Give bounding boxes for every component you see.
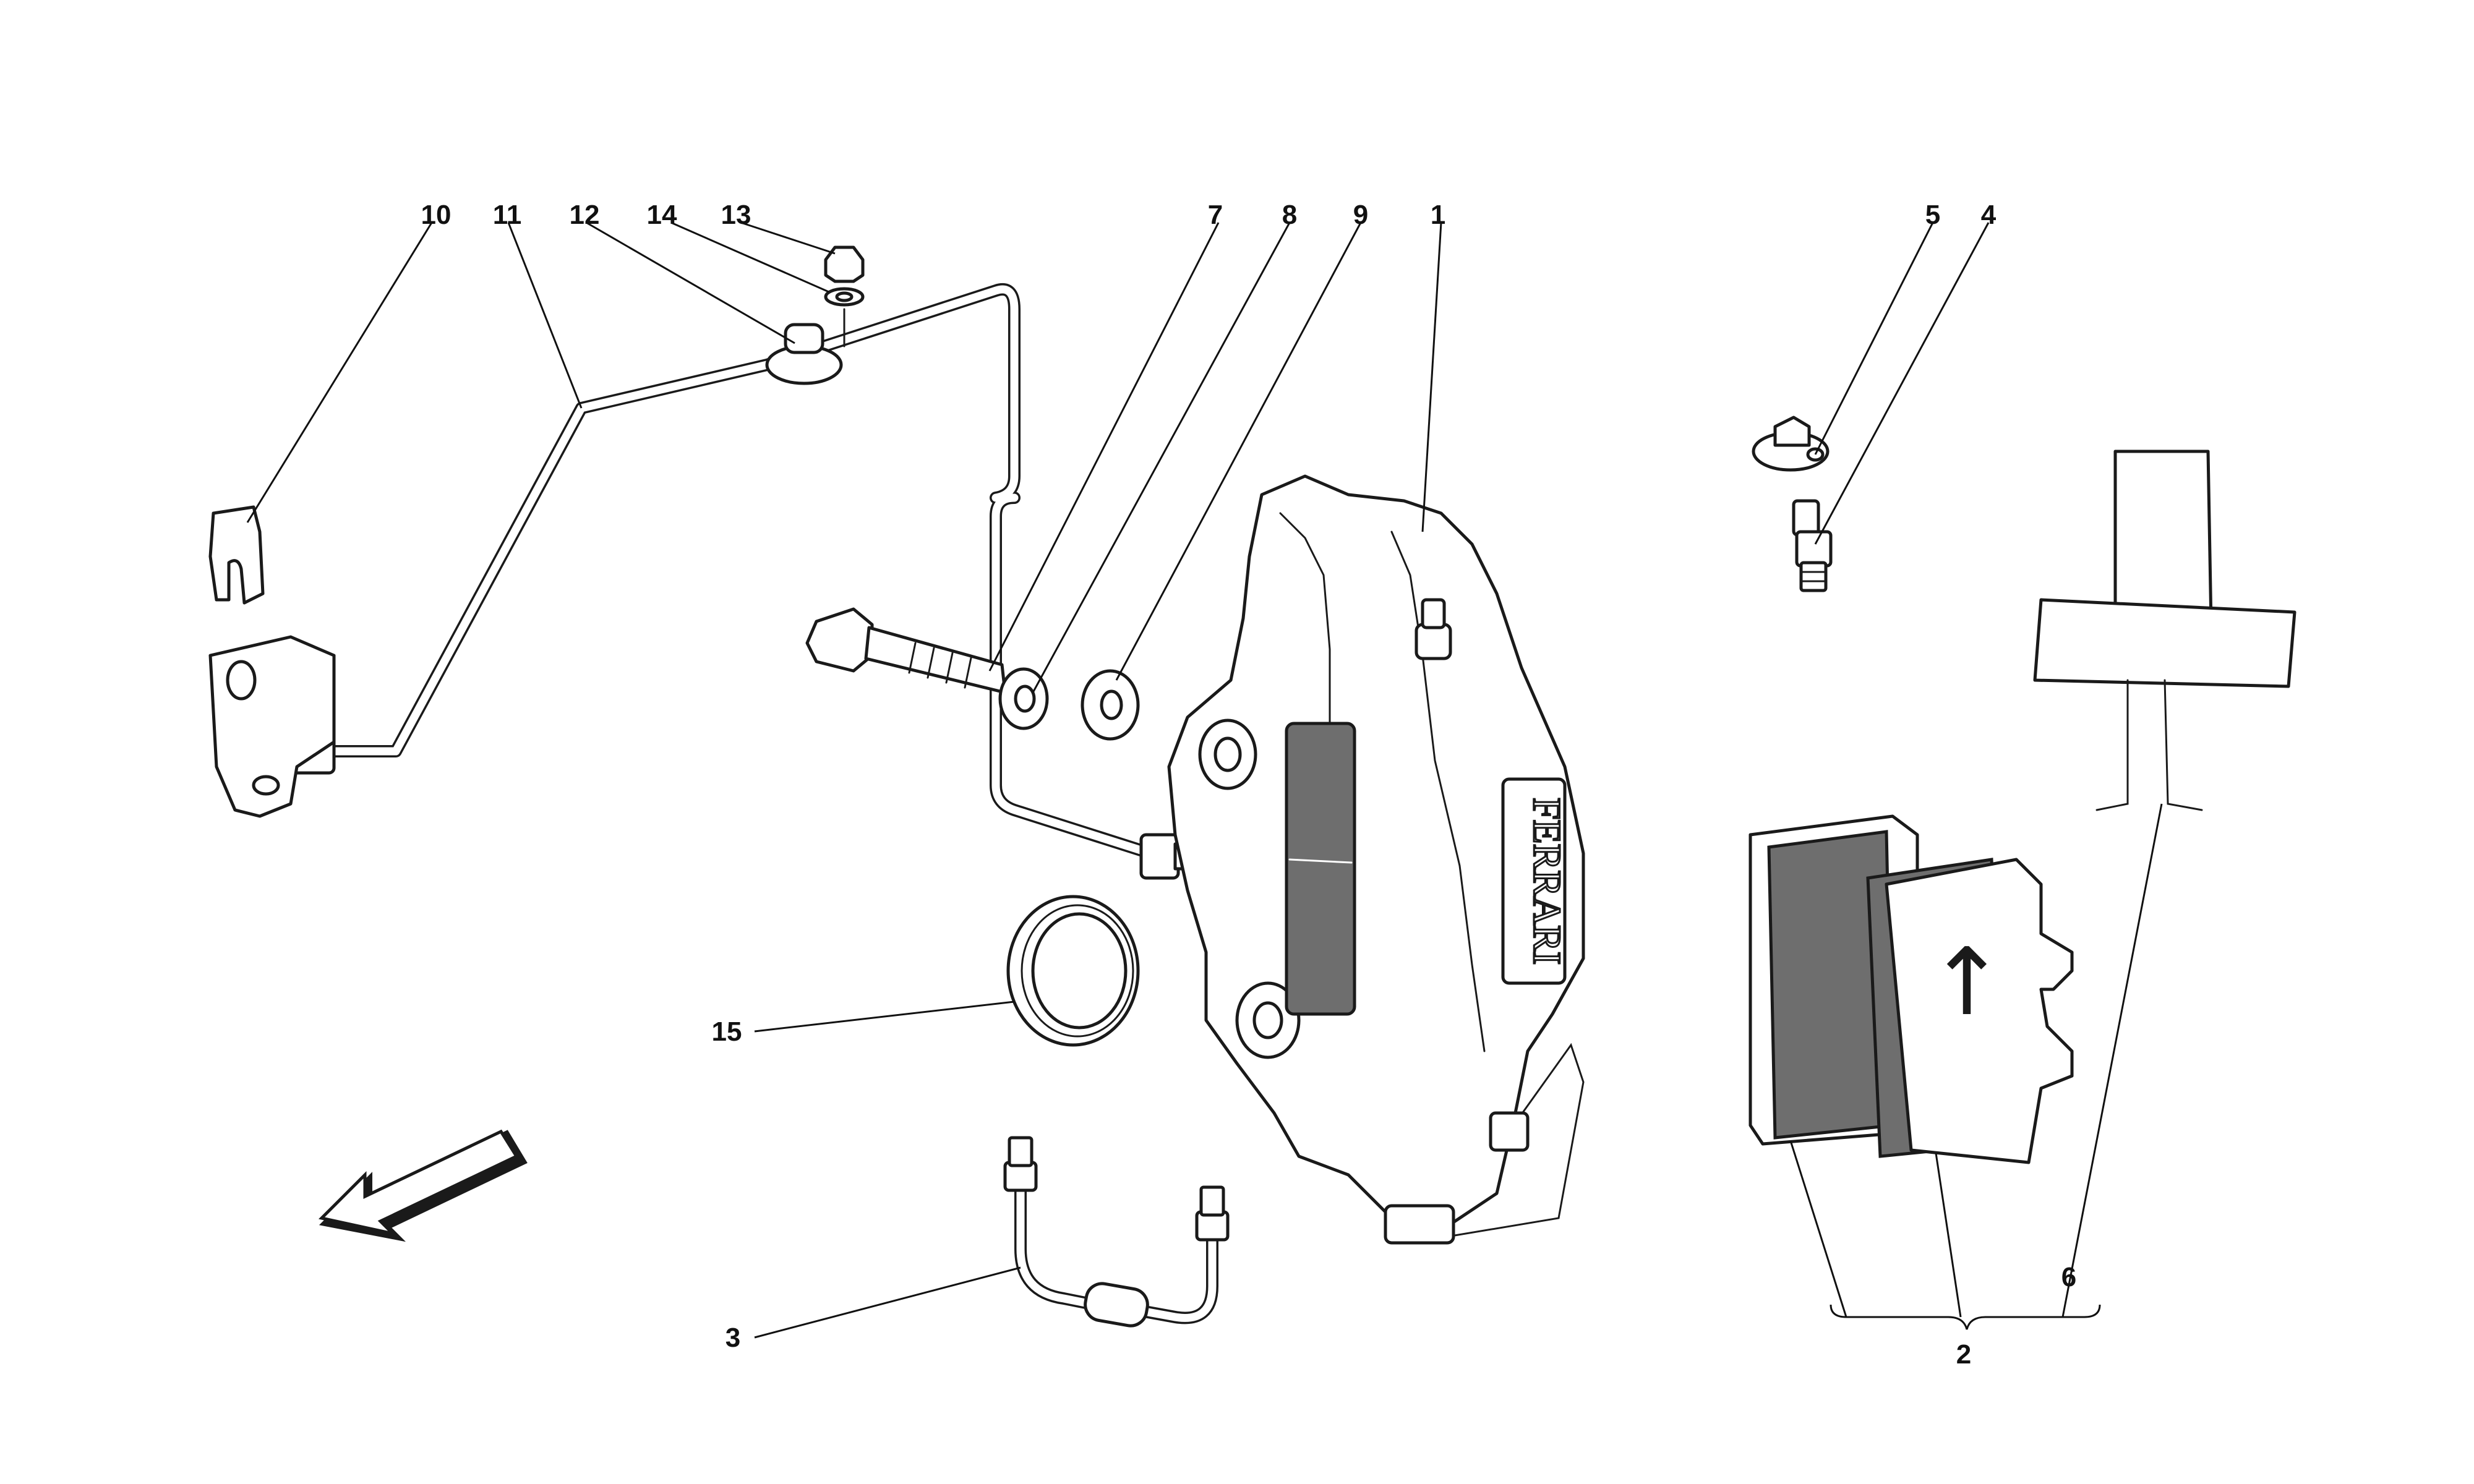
direction-arrow-icon bbox=[318, 1129, 528, 1242]
lock-washer[interactable] bbox=[998, 667, 1049, 730]
callout-7: 7 bbox=[1208, 200, 1223, 230]
pipe-clip[interactable] bbox=[208, 505, 265, 605]
callout-14: 14 bbox=[647, 200, 677, 230]
callout-6: 6 bbox=[2061, 1262, 2076, 1292]
washer[interactable] bbox=[824, 287, 865, 307]
pad-arrow-icon: ↑ bbox=[1928, 929, 2006, 1036]
callout-9: 9 bbox=[1353, 200, 1368, 230]
callout-10: 10 bbox=[421, 200, 452, 230]
callout-11: 11 bbox=[493, 200, 522, 230]
callout-8: 8 bbox=[1282, 200, 1297, 230]
callout-1: 1 bbox=[1431, 200, 1445, 230]
callout-3: 3 bbox=[726, 1323, 740, 1353]
callout-15: 15 bbox=[712, 1017, 742, 1047]
callout-labels: 10 11 12 14 13 7 8 9 1 5 4 15 3 6 2 bbox=[421, 200, 2077, 1370]
nut[interactable] bbox=[824, 245, 865, 283]
bleed-screw[interactable] bbox=[1792, 499, 1833, 592]
callout-5: 5 bbox=[1925, 200, 1940, 230]
brake-pad-front[interactable]: ↑ bbox=[1866, 858, 2074, 1164]
flexible-hose[interactable] bbox=[1003, 1136, 1230, 1328]
pad-spring[interactable] bbox=[2033, 450, 2296, 811]
brake-caliper[interactable]: FERRARI bbox=[1167, 474, 1585, 1245]
callout-12: 12 bbox=[570, 200, 600, 230]
caliper-bolt[interactable] bbox=[805, 607, 1007, 694]
leader-lines bbox=[246, 221, 2163, 1339]
pipe-clamp[interactable] bbox=[765, 323, 843, 385]
callout-2: 2 bbox=[1956, 1339, 1971, 1370]
caliper-brand: FERRARI bbox=[1525, 798, 1569, 965]
callout-4: 4 bbox=[1981, 200, 1997, 230]
piston-seal[interactable] bbox=[1006, 895, 1140, 1047]
callout-13: 13 bbox=[721, 200, 751, 230]
bleed-cap[interactable] bbox=[1752, 416, 1830, 472]
brake-pipe[interactable] bbox=[273, 283, 1205, 880]
mounting-bracket[interactable] bbox=[208, 635, 336, 818]
flat-washer[interactable] bbox=[1081, 669, 1140, 741]
